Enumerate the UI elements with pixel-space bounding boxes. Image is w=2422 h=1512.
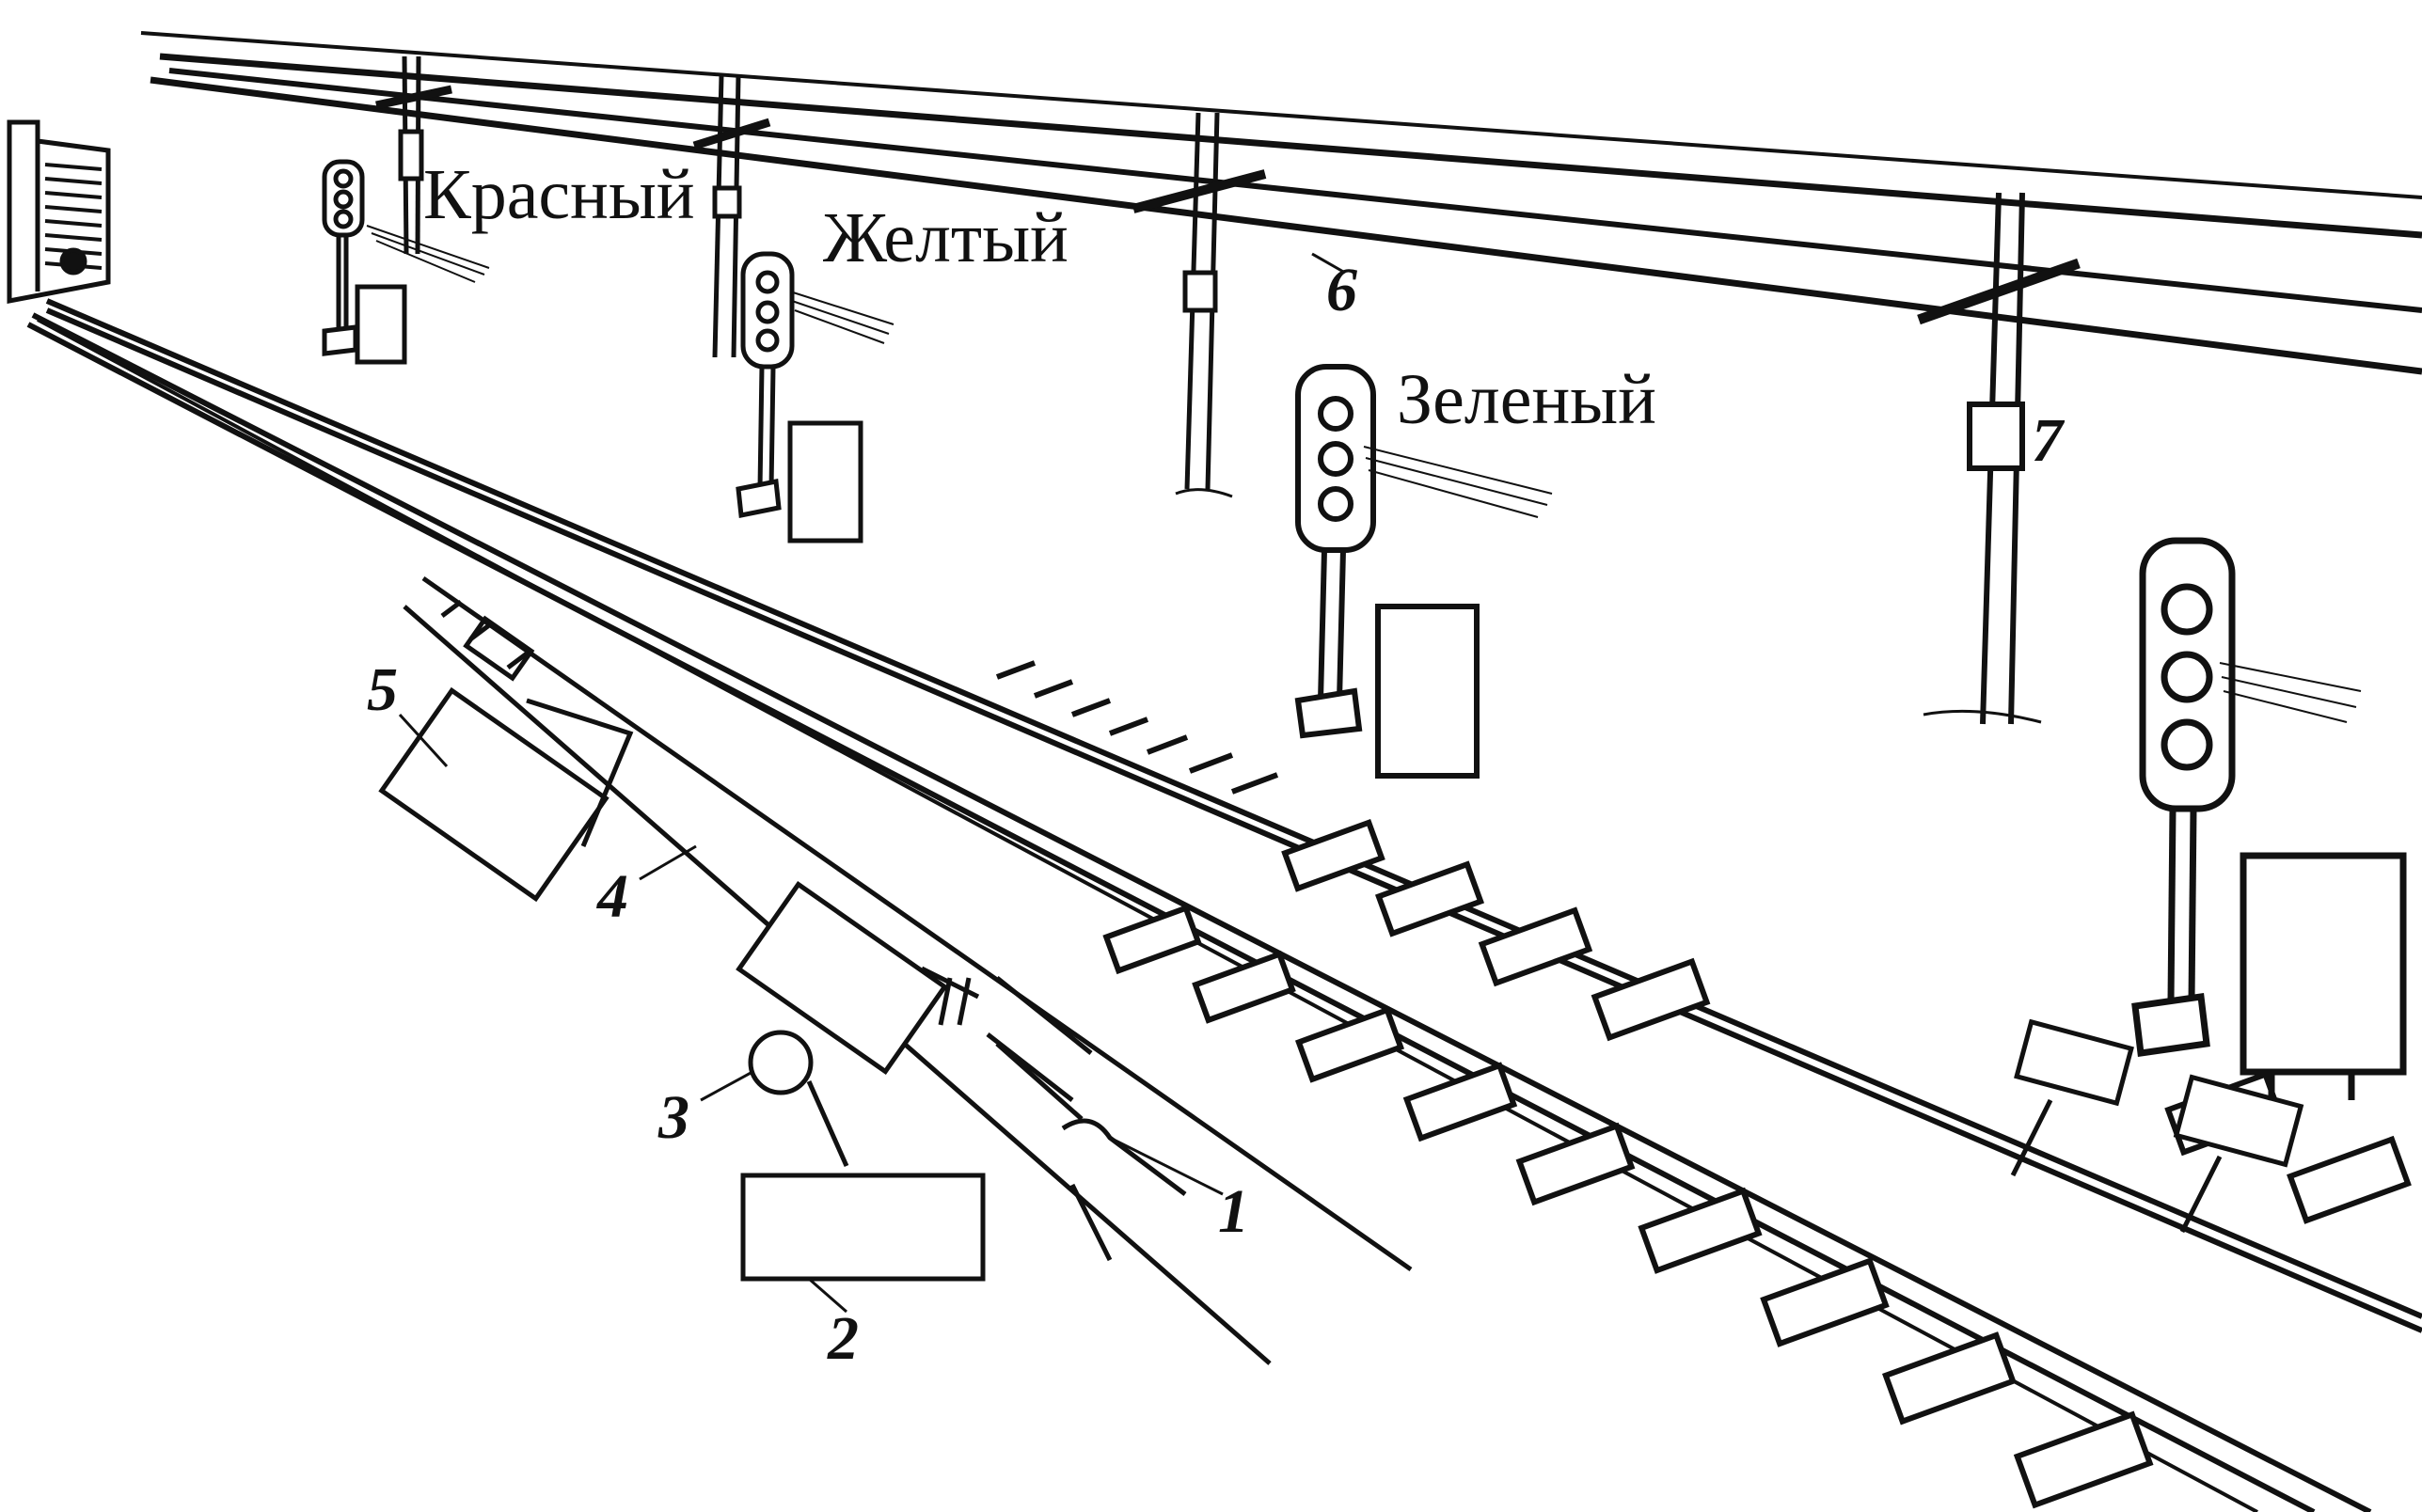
- railway-track: [26, 298, 2422, 1512]
- callout-2-leader: [808, 1277, 847, 1314]
- callout-2: 2: [827, 1304, 859, 1373]
- overhead-wires: [140, 31, 2422, 375]
- station-building: [7, 119, 111, 305]
- callout-4: 4: [595, 862, 628, 931]
- callout-5: 5: [367, 655, 398, 724]
- pole-4: [1917, 192, 2081, 725]
- label-yellow: Желтый: [823, 198, 1069, 277]
- callout-5-leader: [398, 713, 449, 768]
- pole-2: [692, 74, 771, 358]
- signal-yellow: [736, 251, 894, 543]
- callout-4-leader: [639, 844, 697, 881]
- pole-1: [375, 55, 452, 255]
- signal-green: [1294, 364, 1553, 779]
- callout-1: 1: [1218, 1177, 1249, 1246]
- label-green: Зеленый: [1397, 360, 1656, 439]
- circuit-schematic: [378, 575, 1413, 1365]
- callout-3-leader: [700, 1070, 753, 1102]
- pole-3: [1132, 112, 1267, 498]
- callout-1-leader: [1109, 1136, 1224, 1196]
- track-sleepers: [995, 660, 2412, 1509]
- signal-red: [322, 159, 490, 365]
- callout-7: 7: [2032, 406, 2066, 475]
- signal-near: [2131, 537, 2407, 1100]
- callout-3: 3: [657, 1083, 689, 1152]
- label-red: Красный: [423, 155, 695, 234]
- callout-6: 6: [1326, 256, 1357, 324]
- callout-6-leader: [1311, 252, 1346, 275]
